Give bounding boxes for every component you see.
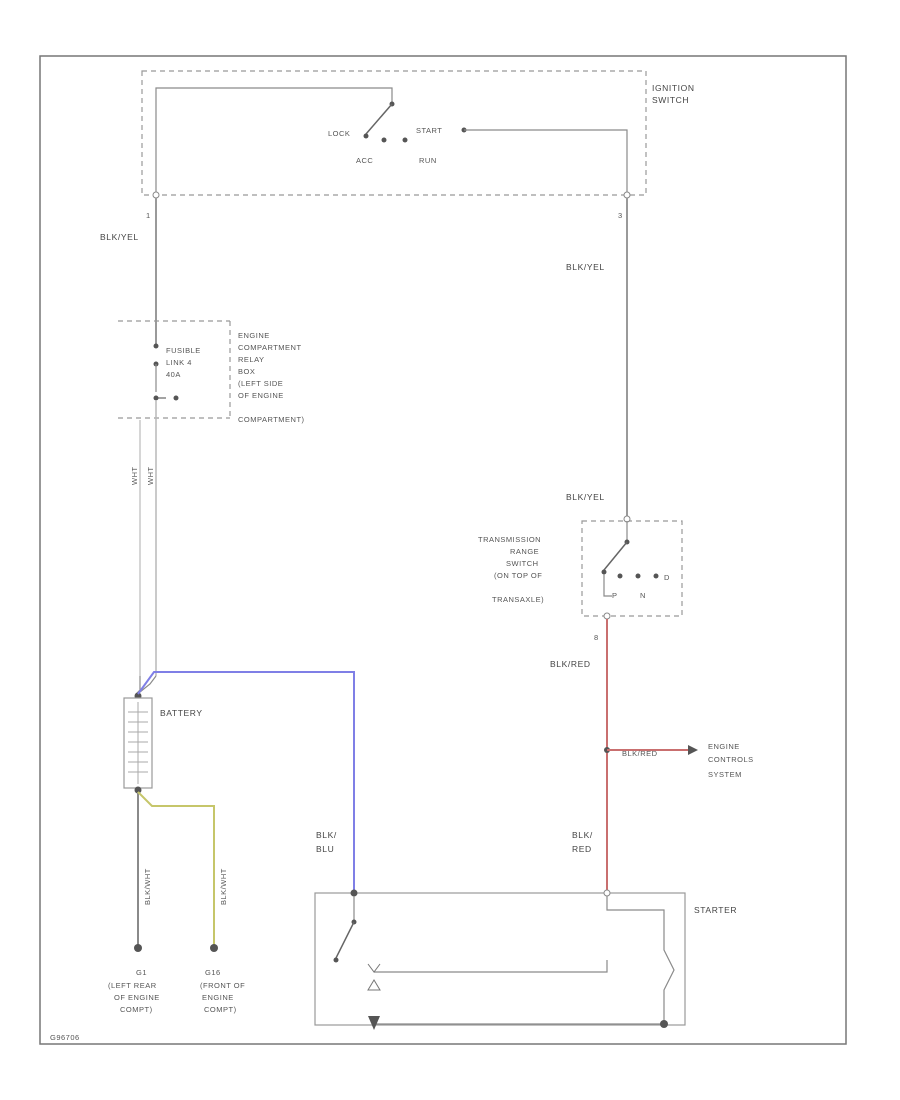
- starter-solenoid-contact: [333, 957, 339, 963]
- wire-ground-right: [137, 791, 215, 946]
- relay-box-line-6: OF ENGINE: [238, 391, 284, 400]
- ground-left-line3: COMPT): [120, 1005, 153, 1014]
- starter-terminal-s: [603, 889, 611, 897]
- ground-right-line1: (FRONT OF: [200, 981, 245, 990]
- battery-negative-terminal: [134, 786, 142, 794]
- ignition-pos-acc: ACC: [356, 156, 373, 165]
- starter-ground-symbol: [368, 1016, 380, 1030]
- starter-internal-coil: [374, 960, 608, 973]
- relay-box-line-3: RELAY: [238, 355, 265, 364]
- relay-box-line-5: (LEFT SIDE: [238, 379, 283, 388]
- trans-contact-p: [601, 569, 607, 575]
- fuse-terminal-bot-r: [173, 395, 179, 401]
- starter-body: [314, 892, 686, 1026]
- ignition-pin-1: 1: [146, 211, 151, 220]
- starter-case-ground: [660, 1020, 668, 1028]
- ignition-pos-lock: LOCK: [328, 129, 350, 138]
- wire-label-wht-2: WHT: [146, 466, 155, 485]
- trans-label-5: TRANSAXLE): [492, 595, 544, 604]
- starter-solenoid-blade: [335, 921, 355, 959]
- trans-switch-blade: [603, 541, 628, 571]
- trans-internal-wire: [603, 574, 612, 597]
- relay-box-line-7: COMPARTMENT): [238, 415, 305, 424]
- diagram-footer-code: G96706: [50, 1033, 80, 1042]
- wire-label-wht-1: WHT: [130, 466, 139, 485]
- engine-controls-line3: SYSTEM: [708, 770, 742, 779]
- ground-point-g16: [210, 944, 218, 952]
- wire-label-blk-yel-2: BLK/YEL: [566, 262, 605, 272]
- ignition-switch-outline: [141, 70, 647, 196]
- ignition-terminal-3: [623, 191, 631, 199]
- battery: BATTERY: [123, 692, 203, 794]
- ground-right-code: G16: [205, 968, 221, 977]
- wire-label-blk-yel-3: BLK/YEL: [566, 492, 605, 502]
- ignition-internal-wire-right: [464, 129, 628, 194]
- ignition-switch-blade: [365, 103, 393, 135]
- ignition-contact-lock: [363, 133, 369, 139]
- trans-contact-r: [617, 573, 623, 579]
- ignition-contact-run: [402, 137, 408, 143]
- starter-motor-symbol: [367, 963, 381, 991]
- starter-terminal-b: [350, 889, 358, 897]
- ground-left-line2: OF ENGINE: [114, 993, 160, 1002]
- trans-label-1: TRANSMISSION: [478, 535, 541, 544]
- ground-right-line3: COMPT): [204, 1005, 237, 1014]
- starter-label: STARTER: [694, 905, 737, 915]
- trans-label-2: RANGE: [510, 547, 539, 556]
- ground-point-g1: [134, 944, 142, 952]
- diagram-frame: [39, 55, 847, 1045]
- ignition-terminal-1: [152, 191, 160, 199]
- trans-switch-outline: [581, 520, 683, 617]
- wire-label-blk-blu-2: BLU: [316, 844, 334, 854]
- wire-label-blk-red-1: BLK/RED: [550, 659, 591, 669]
- ground-right-line2: ENGINE: [202, 993, 234, 1002]
- fuse-label-3: 40A: [166, 370, 181, 379]
- ignition-title-2: SWITCH: [652, 95, 689, 105]
- ground-left-line1: (LEFT REAR: [108, 981, 157, 990]
- wire-label-blk-blu-1: BLK/: [316, 830, 337, 840]
- wire-blk-blu: [137, 671, 355, 892]
- wire-label-blk-red-2: BLK/RED: [622, 749, 658, 758]
- starter: STARTER: [314, 889, 737, 1030]
- trans-label-3: SWITCH: [506, 559, 539, 568]
- trans-pos-d: D: [664, 573, 670, 582]
- engine-controls-line2: CONTROLS: [708, 755, 754, 764]
- wire-label-blk-red-3b: RED: [572, 844, 592, 854]
- starter-internal-s: [606, 896, 675, 1024]
- ignition-pos-run: RUN: [419, 156, 437, 165]
- wire-label-blk-red-3a: BLK/: [572, 830, 593, 840]
- ignition-contact-acc: [381, 137, 387, 143]
- trans-pos-p: P: [612, 591, 618, 600]
- trans-pos-n: N: [640, 591, 646, 600]
- wire-label-ground-2: BLK/WHT: [219, 868, 228, 905]
- relay-box-line-4: BOX: [238, 367, 255, 376]
- fuse-label-1: FUSIBLE: [166, 346, 201, 355]
- battery-cells: [128, 702, 148, 784]
- engine-compartment-relay-box: FUSIBLE LINK 4 40A ENGINE COMPARTMENT RE…: [118, 320, 305, 424]
- ignition-pos-start: START: [416, 126, 442, 135]
- transmission-range-switch: P N D 8 TRANSMISSION RANGE SWITCH (ON TO…: [478, 515, 683, 642]
- ignition-title-1: IGNITION: [652, 83, 695, 93]
- fuse-label-2: LINK 4: [166, 358, 192, 367]
- wire-wht-join-2: [139, 675, 157, 693]
- fuse-terminal-bot: [153, 395, 159, 401]
- relay-box-line-1: ENGINE: [238, 331, 270, 340]
- ignition-pin-3: 3: [618, 211, 623, 220]
- trans-pin-8: 8: [594, 633, 599, 642]
- ground-left-code: G1: [136, 968, 147, 977]
- arrow-engine-controls: [688, 745, 698, 755]
- ignition-switch: LOCK START ACC RUN IGNITION SWITCH 1 3: [141, 70, 695, 220]
- wire-label-ground-1: BLK/WHT: [143, 868, 152, 905]
- trans-switch-terminal-bottom: [603, 612, 611, 620]
- engine-controls-line1: ENGINE: [708, 742, 740, 751]
- relay-box-line-2: COMPARTMENT: [238, 343, 302, 352]
- wire-label-blk-yel-1: BLK/YEL: [100, 232, 139, 242]
- fuse-terminal-top: [153, 343, 159, 349]
- trans-label-4: (ON TOP OF: [494, 571, 542, 580]
- ignition-internal-wire-left: [155, 87, 393, 194]
- battery-label: BATTERY: [160, 708, 203, 718]
- trans-contact-d: [653, 573, 659, 579]
- trans-contact-n: [635, 573, 641, 579]
